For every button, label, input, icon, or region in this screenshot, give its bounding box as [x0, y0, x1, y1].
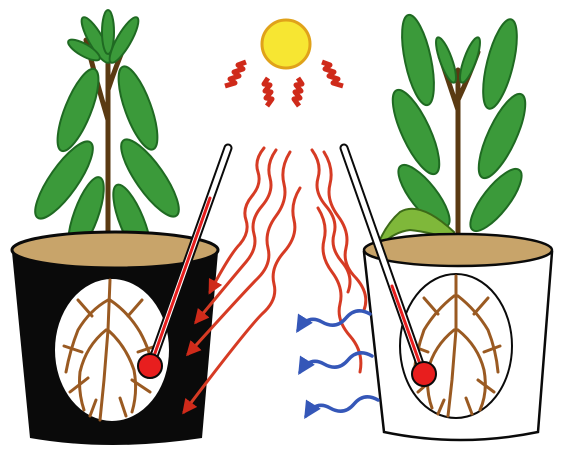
reflected-wave	[306, 397, 378, 416]
sun-ray-lower-right	[294, 78, 302, 106]
heat-wave	[324, 152, 366, 310]
sun-ray-left	[225, 62, 246, 86]
left-thermometer-bulb	[138, 354, 162, 378]
right-plant	[376, 12, 534, 250]
reflected-waves	[298, 311, 378, 416]
reflected-wave	[298, 311, 370, 330]
white-pot-soil	[364, 234, 552, 266]
right-thermometer-bulb	[412, 362, 436, 386]
sun-ray-right	[322, 62, 343, 86]
sun-icon	[262, 20, 310, 68]
white-pot	[344, 148, 552, 440]
sun-ray-lower-left	[264, 78, 272, 106]
heat-wave	[318, 208, 361, 372]
left-plant	[26, 10, 188, 264]
